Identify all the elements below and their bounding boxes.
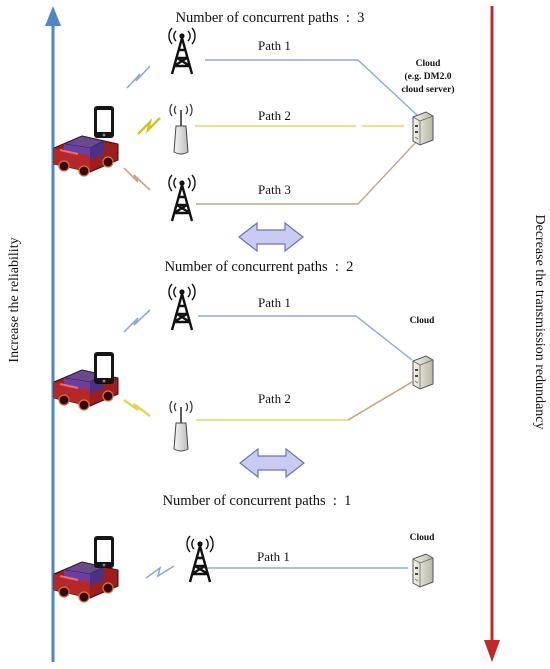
path-line-1 — [198, 315, 413, 361]
cloud-label: Cloud — [416, 59, 442, 69]
cloud-example-line-1: (e.g. DM2.0 — [405, 71, 452, 82]
wireless-link-blue — [126, 65, 151, 89]
cell-tower-icon — [185, 534, 215, 584]
scenario-heading: Number of concurrent paths : 1 — [163, 493, 352, 509]
path-label-3: Path 3 — [258, 182, 291, 197]
wireless-link-yellow — [137, 117, 161, 135]
cloud-label: Cloud — [410, 533, 436, 543]
double-arrow-icon — [238, 222, 304, 252]
wifi-access-point-icon — [169, 103, 193, 155]
smartphone-icon — [94, 536, 114, 568]
reliability-axis-label: Increase the reliability — [7, 237, 22, 362]
scenario-heading: Number of concurrent paths : 2 — [165, 259, 354, 275]
reliability-axis-arrow — [45, 6, 61, 662]
path-label-1: Path 1 — [258, 38, 291, 53]
path-label-2: Path 2 — [258, 391, 291, 406]
cloud-server-icon — [412, 111, 434, 146]
wifi-access-point-icon — [169, 400, 193, 452]
cloud-server-icon — [412, 553, 434, 588]
double-arrow-icon — [239, 448, 305, 478]
cloud-example-line-2: cloud server) — [401, 84, 454, 95]
path-line-2-tail — [347, 381, 413, 421]
scenario-one-path: Number of concurrent paths : 1 Path 1 Cl… — [53, 493, 436, 603]
redundancy-axis-label: Decrease the transmission redundancy — [532, 215, 547, 430]
path-label-1: Path 1 — [258, 295, 291, 310]
wireless-link-blue — [123, 309, 151, 333]
redundancy-axis-arrow — [484, 6, 500, 662]
scenario-two-paths: Number of concurrent paths : 2 Path 1 Pa… — [53, 259, 436, 452]
car-icon — [53, 135, 119, 177]
cell-tower-icon — [167, 173, 197, 223]
scenario-three-paths: Number of concurrent paths : 3 Path 1 Pa… — [53, 10, 455, 223]
path-label-1: Path 1 — [257, 549, 290, 564]
path-line-1 — [205, 59, 419, 117]
wireless-link-tan — [123, 167, 151, 191]
cloud-label: Cloud — [410, 316, 436, 326]
cell-tower-icon — [167, 282, 197, 332]
cell-tower-icon — [167, 26, 197, 76]
smartphone-icon — [94, 106, 114, 138]
path-label-2: Path 2 — [258, 108, 291, 123]
smartphone-icon — [94, 352, 114, 384]
scenario-heading: Number of concurrent paths : 3 — [176, 10, 365, 26]
wireless-link-blue — [145, 565, 175, 579]
cloud-server-icon — [412, 355, 434, 390]
path-line-3 — [196, 139, 419, 205]
wireless-link-yellow — [123, 399, 151, 417]
